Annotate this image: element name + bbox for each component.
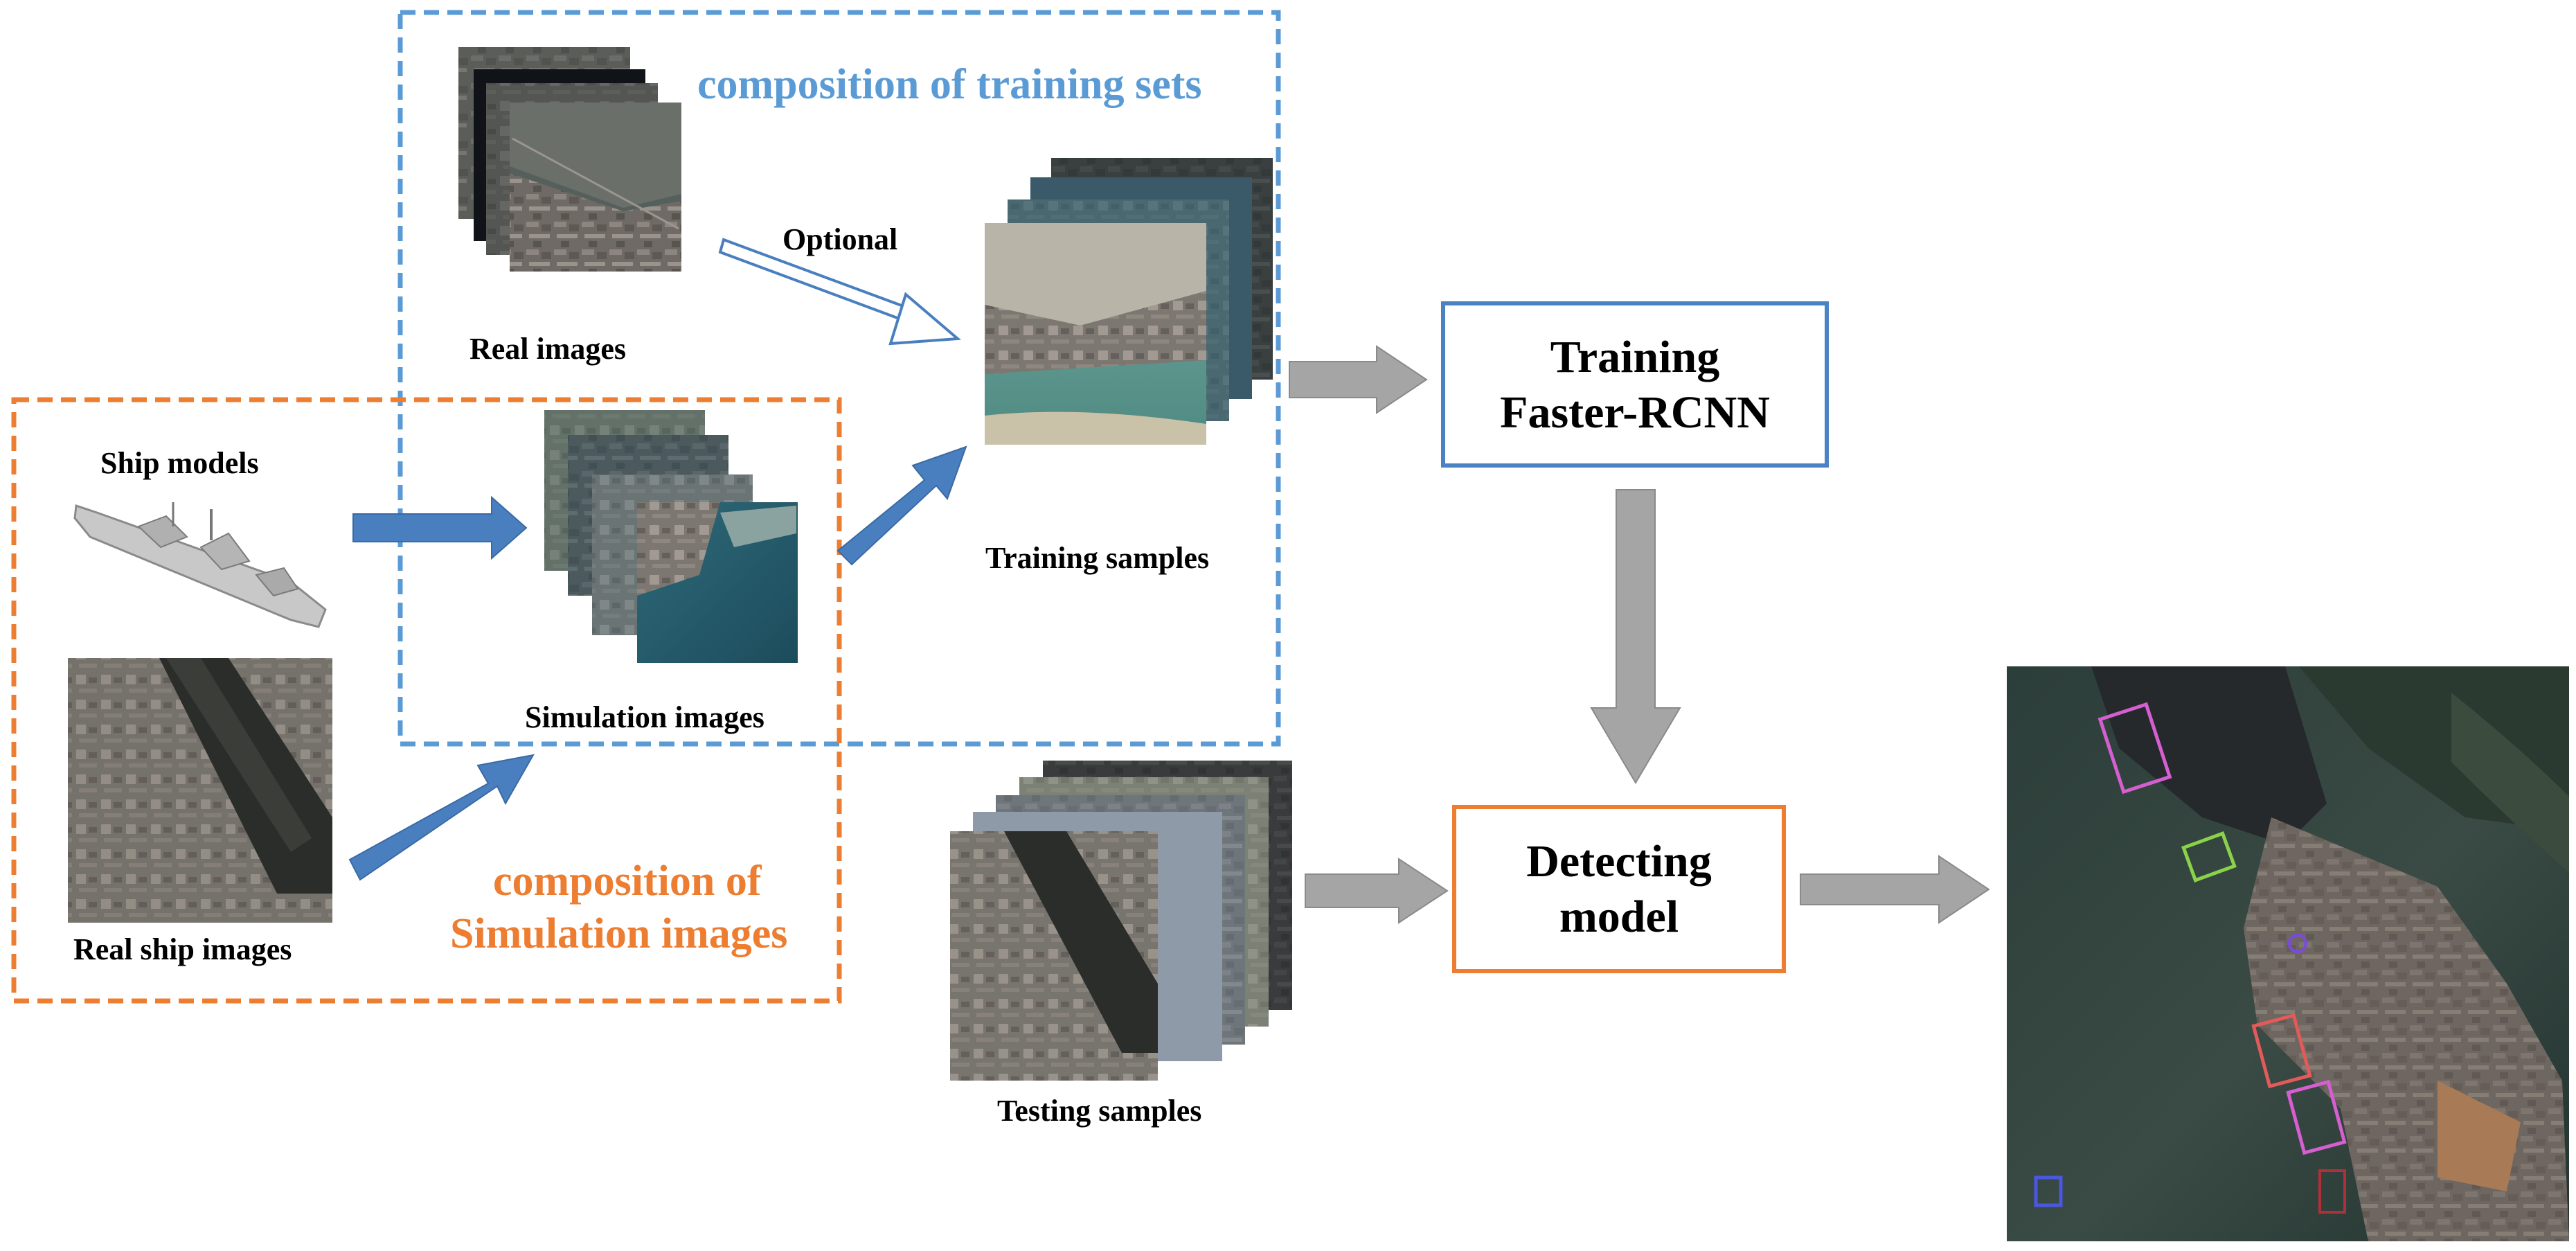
training-to-detecting-arrow <box>1590 489 1681 784</box>
ship-models-label: Ship models <box>100 446 259 480</box>
simulation-to-training-arrow <box>837 445 967 566</box>
training-sets-title: composition of training sets <box>697 61 1202 108</box>
simulation-frame <box>11 397 842 1004</box>
detecting-box-line2: model <box>1559 891 1679 942</box>
simulation-images-label: Simulation images <box>525 700 764 734</box>
real-ship-images-label: Real ship images <box>73 932 292 966</box>
ship-3d-model-icon <box>73 502 327 628</box>
optional-arrow <box>718 238 962 346</box>
training-box <box>1441 301 1829 468</box>
simulation-group-title-line1: composition of <box>493 858 762 905</box>
testing-to-detecting-arrow <box>1305 858 1449 924</box>
real-ship-image <box>68 658 332 923</box>
training-samples-label: Training samples <box>985 541 1209 575</box>
detecting-to-result-arrow <box>1800 855 1990 924</box>
training-sets-frame <box>397 10 1281 747</box>
real-images-label: Real images <box>469 332 626 366</box>
to-training-arrow <box>1289 345 1428 414</box>
optional-label: Optional <box>782 222 897 256</box>
simulation-group-title-line2: Simulation images <box>450 910 787 957</box>
testing-samples-stack <box>950 761 1292 1081</box>
training-box-line1: Training <box>1550 332 1720 382</box>
detection-result-image <box>2007 666 2569 1241</box>
detecting-box-line1: Detecting <box>1526 836 1712 887</box>
real-images-stack <box>458 47 681 272</box>
training-samples-stack <box>985 158 1273 445</box>
detecting-box <box>1452 805 1786 973</box>
real-ship-arrow <box>348 754 535 881</box>
simulation-images-stack <box>544 410 798 663</box>
training-box-line2: Faster-RCNN <box>1500 387 1770 438</box>
testing-samples-label: Testing samples <box>997 1094 1201 1128</box>
ship-models-arrow <box>352 495 528 560</box>
